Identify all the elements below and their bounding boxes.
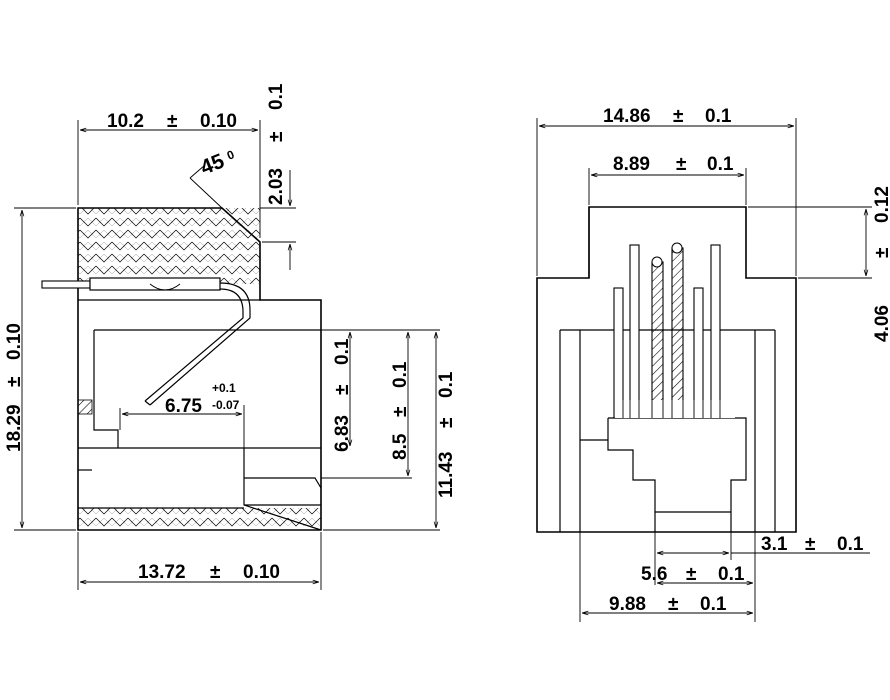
side-body-outline <box>77 207 322 531</box>
dim-1143-tol: 0.1 <box>436 371 457 398</box>
dim-pin-offset-value: 6.75 <box>165 396 202 417</box>
front-pins <box>613 242 735 419</box>
dim-85-value: 8.5 <box>390 433 411 460</box>
pm-symbol: ± <box>673 106 683 127</box>
pm-symbol: ± <box>266 132 287 142</box>
pm-symbol: ± <box>676 154 686 175</box>
dim-front-step-height: 4.06 ± 0.12 <box>748 186 890 342</box>
dim-pin-offset: 6.75 +0.1 -0.07 <box>119 381 245 448</box>
dim-front-988-tol: 0.1 <box>700 594 727 615</box>
front-view: 14.86 ± 0.1 8.89 ± 0.1 4.06 ± 0.12 <box>536 106 890 622</box>
dim-front-56-tol: 0.1 <box>718 564 745 585</box>
dim-chamfer-angle: 45 0 <box>189 147 237 209</box>
dim-front-31-value: 3.1 <box>761 534 788 555</box>
side-view: 10.2 ± 0.10 45 0 2.03 ± 0.1 <box>4 83 457 590</box>
pm-symbol: ± <box>805 534 815 555</box>
dim-chamfer-height-value: 2.03 <box>266 168 287 205</box>
dim-683-tol: 0.1 <box>332 338 353 365</box>
dim-front-56: 5.6 ± 0.1 <box>579 532 756 622</box>
dim-front-31-tol: 0.1 <box>837 534 864 555</box>
dim-front-step-height-tol: 0.12 <box>872 186 890 223</box>
dim-total-height-value: 18.29 <box>4 404 25 452</box>
dim-chamfer-height: 2.03 ± 0.1 <box>260 83 296 270</box>
dim-front-top-width-value: 8.89 <box>613 154 650 175</box>
dim-front-step-height-value: 4.06 <box>872 305 890 342</box>
dim-total-height-tol: 0.10 <box>4 323 25 360</box>
dim-front-total-width: 14.86 ± 0.1 <box>536 106 797 276</box>
dim-bottom-width-value: 13.72 <box>138 562 186 583</box>
pm-symbol: ± <box>210 562 220 583</box>
dim-front-total-width-tol: 0.1 <box>705 106 732 127</box>
pm-symbol: ± <box>686 564 696 585</box>
dim-top-width-tol: 0.10 <box>200 111 237 132</box>
dim-front-top-width-tol: 0.1 <box>707 154 734 175</box>
pm-symbol: ± <box>4 377 25 387</box>
pm-symbol: ± <box>332 385 353 395</box>
pm-symbol: ± <box>167 111 177 132</box>
dim-total-height: 18.29 ± 0.10 <box>4 207 76 531</box>
dim-front-988-value: 9.88 <box>609 594 646 615</box>
dim-front-total-width-value: 14.86 <box>603 106 651 127</box>
dim-85-tol: 0.1 <box>390 361 411 388</box>
dim-top-width-value: 10.2 <box>107 111 144 132</box>
dim-pin-offset-tol-minus: -0.07 <box>212 398 240 412</box>
dim-1143-value: 11.43 <box>436 452 457 499</box>
dim-bottom-width-tol: 0.10 <box>243 562 280 583</box>
dim-chamfer-degree-mark: 0 <box>225 147 237 163</box>
front-body-outline <box>536 206 797 533</box>
pm-symbol: ± <box>668 594 678 615</box>
dim-bottom-width: 13.72 ± 0.10 <box>77 532 322 590</box>
pm-symbol: ± <box>872 248 890 258</box>
dim-front-56-value: 5.6 <box>641 564 667 585</box>
dim-front-top-width: 8.89 ± 0.1 <box>588 154 747 205</box>
dim-pin-offset-tol-plus: +0.1 <box>212 381 236 395</box>
dim-683-value: 6.83 <box>332 415 353 452</box>
pm-symbol: ± <box>436 418 457 428</box>
side-pin <box>41 277 251 406</box>
dim-front-31: 3.1 ± 0.1 <box>654 532 870 585</box>
dim-right-heights: 6.83 ± 0.1 8.5 ± 0.1 11.43 <box>321 329 457 531</box>
dim-chamfer-height-tol: 0.1 <box>266 83 287 110</box>
dim-top-width: 10.2 ± 0.10 <box>77 111 261 238</box>
dim-front-988: 9.88 ± 0.1 <box>582 594 753 615</box>
pm-symbol: ± <box>390 407 411 417</box>
dim-chamfer-angle-value: 45 <box>197 149 228 179</box>
